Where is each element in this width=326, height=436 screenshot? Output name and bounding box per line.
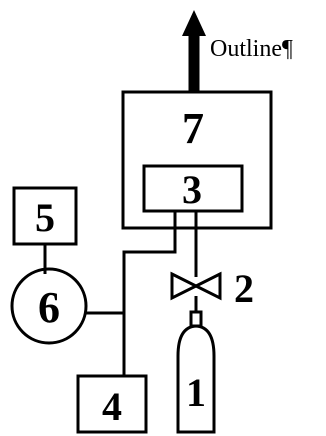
- valve-left-triangle: [170, 271, 200, 301]
- label-1: 1: [186, 370, 206, 415]
- box-4: [76, 374, 148, 434]
- connector-4-3: [122, 211, 177, 376]
- label-7: 7: [182, 104, 204, 153]
- inner-box-3: [142, 164, 244, 213]
- label-2: 2: [234, 266, 254, 311]
- label-4: 4: [102, 384, 122, 429]
- valve-right-triangle: [192, 271, 222, 301]
- label-6: 6: [38, 283, 60, 332]
- label-5: 5: [35, 195, 55, 240]
- label-3: 3: [182, 167, 202, 212]
- gas-cylinder-1: [176, 324, 216, 434]
- circle-6: [10, 267, 88, 345]
- outlet-label: Outline¶: [210, 36, 293, 62]
- outlet-arrow: [182, 10, 206, 92]
- cylinder-neck: [189, 310, 203, 328]
